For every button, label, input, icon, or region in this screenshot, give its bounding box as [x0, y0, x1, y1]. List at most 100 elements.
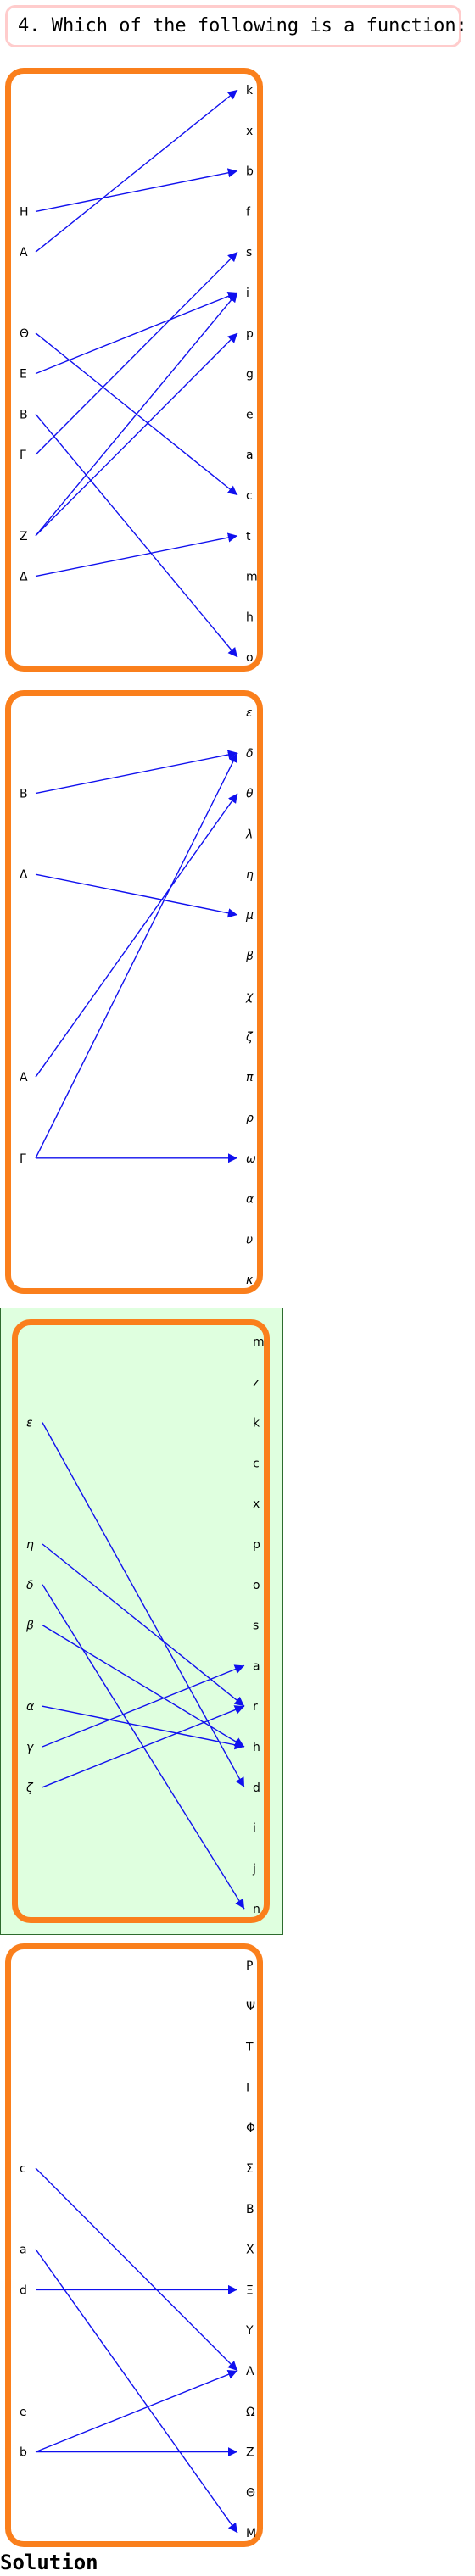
codomain-label: h	[253, 1741, 260, 1754]
domain-label: ε	[26, 1417, 33, 1430]
domain-label: β	[25, 1620, 34, 1633]
mapping-option-1[interactable]	[5, 68, 263, 672]
domain-label: A	[20, 1071, 28, 1084]
codomain-label: h	[246, 611, 254, 624]
domain-label: δ	[26, 1579, 34, 1592]
codomain-label: d	[253, 1781, 260, 1795]
mapping-option-2[interactable]	[5, 690, 263, 1294]
domain-label: a	[20, 2244, 27, 2257]
domain-label: Γ	[20, 449, 26, 462]
codomain-label: a	[246, 449, 254, 462]
codomain-label: ε	[246, 706, 253, 720]
selected-option-highlight[interactable]	[0, 1308, 283, 1935]
codomain-label: μ	[245, 909, 254, 923]
domain-label: B	[20, 408, 28, 421]
codomain-label: g	[246, 368, 254, 382]
mapping-arrow	[42, 1664, 245, 1748]
domain-label: Θ	[20, 327, 29, 341]
codomain-label: b	[246, 165, 254, 179]
codomain-label: η	[246, 868, 254, 882]
mapping-arrow	[35, 291, 238, 375]
mapping-arrow	[42, 1625, 245, 1748]
domain-label: e	[20, 2406, 27, 2419]
domain-label: B	[20, 788, 28, 801]
codomain-label: δ	[246, 747, 254, 761]
codomain-label: e	[246, 408, 254, 421]
mapping-arrow	[42, 1422, 245, 1788]
domain-label: H	[20, 205, 29, 219]
mapping-arrow	[35, 873, 238, 918]
codomain-label: n	[253, 1903, 260, 1916]
codomain-label: r	[253, 1700, 258, 1714]
mapping-arrow	[35, 752, 238, 1159]
domain-label: A	[20, 246, 28, 259]
codomain-label: m	[246, 571, 258, 584]
domain-label: b	[20, 2446, 27, 2460]
domain-label: η	[26, 1538, 34, 1552]
domain-label: ζ	[25, 1781, 34, 1795]
mapping-arrow	[35, 413, 238, 658]
mapping-arrow	[35, 168, 238, 213]
codomain-label: ζ	[245, 1030, 254, 1044]
codomain-label: Ω	[246, 2406, 255, 2419]
mapping-arrow	[35, 750, 238, 795]
codomain-label: Φ	[246, 2122, 255, 2135]
codomain-label: Ξ	[246, 2283, 254, 2297]
mapping-arrow	[35, 793, 238, 1078]
codomain-label: x	[253, 1497, 260, 1511]
mapping-option-4[interactable]	[5, 1943, 263, 2547]
domain-label: Δ	[20, 571, 28, 584]
codomain-label: i	[253, 1822, 256, 1836]
codomain-label: s	[246, 246, 252, 259]
codomain-label: o	[253, 1579, 260, 1592]
domain-label: Δ	[20, 868, 28, 882]
codomain-label: z	[253, 1376, 259, 1390]
codomain-label: M	[246, 2527, 256, 2540]
codomain-label: t	[246, 530, 251, 544]
codomain-label: c	[253, 1457, 260, 1470]
solution-heading: Solution	[0, 2551, 98, 2574]
codomain-label: Z	[246, 2446, 254, 2460]
codomain-label: T	[245, 2041, 254, 2055]
codomain-label: υ	[246, 1233, 253, 1246]
codomain-label: κ	[246, 1274, 254, 1287]
mapping-arrow	[35, 292, 238, 537]
mapping-arrow	[35, 251, 238, 455]
codomain-label: I	[246, 2081, 249, 2094]
codomain-label: f	[246, 205, 251, 219]
mapping-arrow	[42, 1705, 245, 1750]
mapping-arrow	[35, 2369, 238, 2453]
codomain-label: m	[253, 1335, 265, 1349]
codomain-label: B	[246, 2203, 254, 2216]
codomain-label: Ψ	[246, 2000, 255, 2014]
domain-label: d	[20, 2283, 27, 2297]
codomain-label: a	[253, 1659, 260, 1673]
mapping-arrow	[35, 2167, 238, 2372]
codomain-label: s	[253, 1620, 259, 1633]
codomain-label: i	[246, 287, 249, 300]
codomain-label: k	[246, 84, 254, 98]
codomain-label: c	[246, 489, 253, 503]
codomain-label: X	[246, 2244, 254, 2257]
domain-label: α	[26, 1700, 35, 1714]
domain-label: Z	[20, 530, 28, 544]
mapping-arrow	[35, 2249, 238, 2534]
codomain-label: β	[245, 950, 254, 963]
codomain-label: p	[246, 327, 254, 341]
question-text: 4. Which of the following is a function:	[18, 15, 467, 36]
mapping-arrow	[42, 1705, 245, 1788]
mapping-option-3[interactable]	[12, 1319, 270, 1923]
codomain-label: λ	[245, 828, 253, 841]
codomain-label: A	[246, 2365, 254, 2378]
domain-label: Γ	[20, 1152, 26, 1166]
codomain-label: x	[246, 125, 253, 138]
mapping-arrow	[35, 332, 238, 537]
mapping-arrow	[35, 89, 238, 253]
codomain-label: Θ	[246, 2486, 255, 2500]
codomain-label: Σ	[246, 2162, 254, 2176]
codomain-label: j	[252, 1862, 256, 1876]
codomain-label: α	[246, 1193, 254, 1207]
